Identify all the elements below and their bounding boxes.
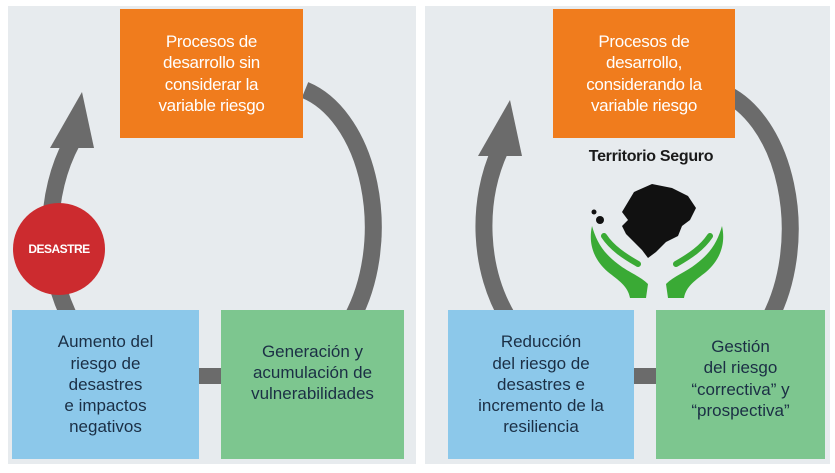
left-bottom-left-box: Aumento del riesgo de desastres e impact… [12,310,199,459]
left-top-process-box: Procesos de desarrollo sin considerar la… [120,9,303,138]
right-top-process-box: Procesos de desarrollo, considerando la … [553,9,735,138]
territory-caption: Territorio Seguro [588,148,714,165]
right-bottom-left-box: Reducción del riesgo de desastres e incr… [448,310,634,459]
left-cycle-arrow-icon [41,82,382,384]
hands-holding-map-icon [590,184,724,298]
disaster-badge: DESASTRE [13,203,105,295]
left-bottom-right-box: Generación y acumulación de vulnerabilid… [221,310,404,459]
right-bottom-right-box: Gestión del riesgo “correctiva” y “prosp… [656,310,825,459]
right-cycle-arrow-icon [475,84,799,384]
